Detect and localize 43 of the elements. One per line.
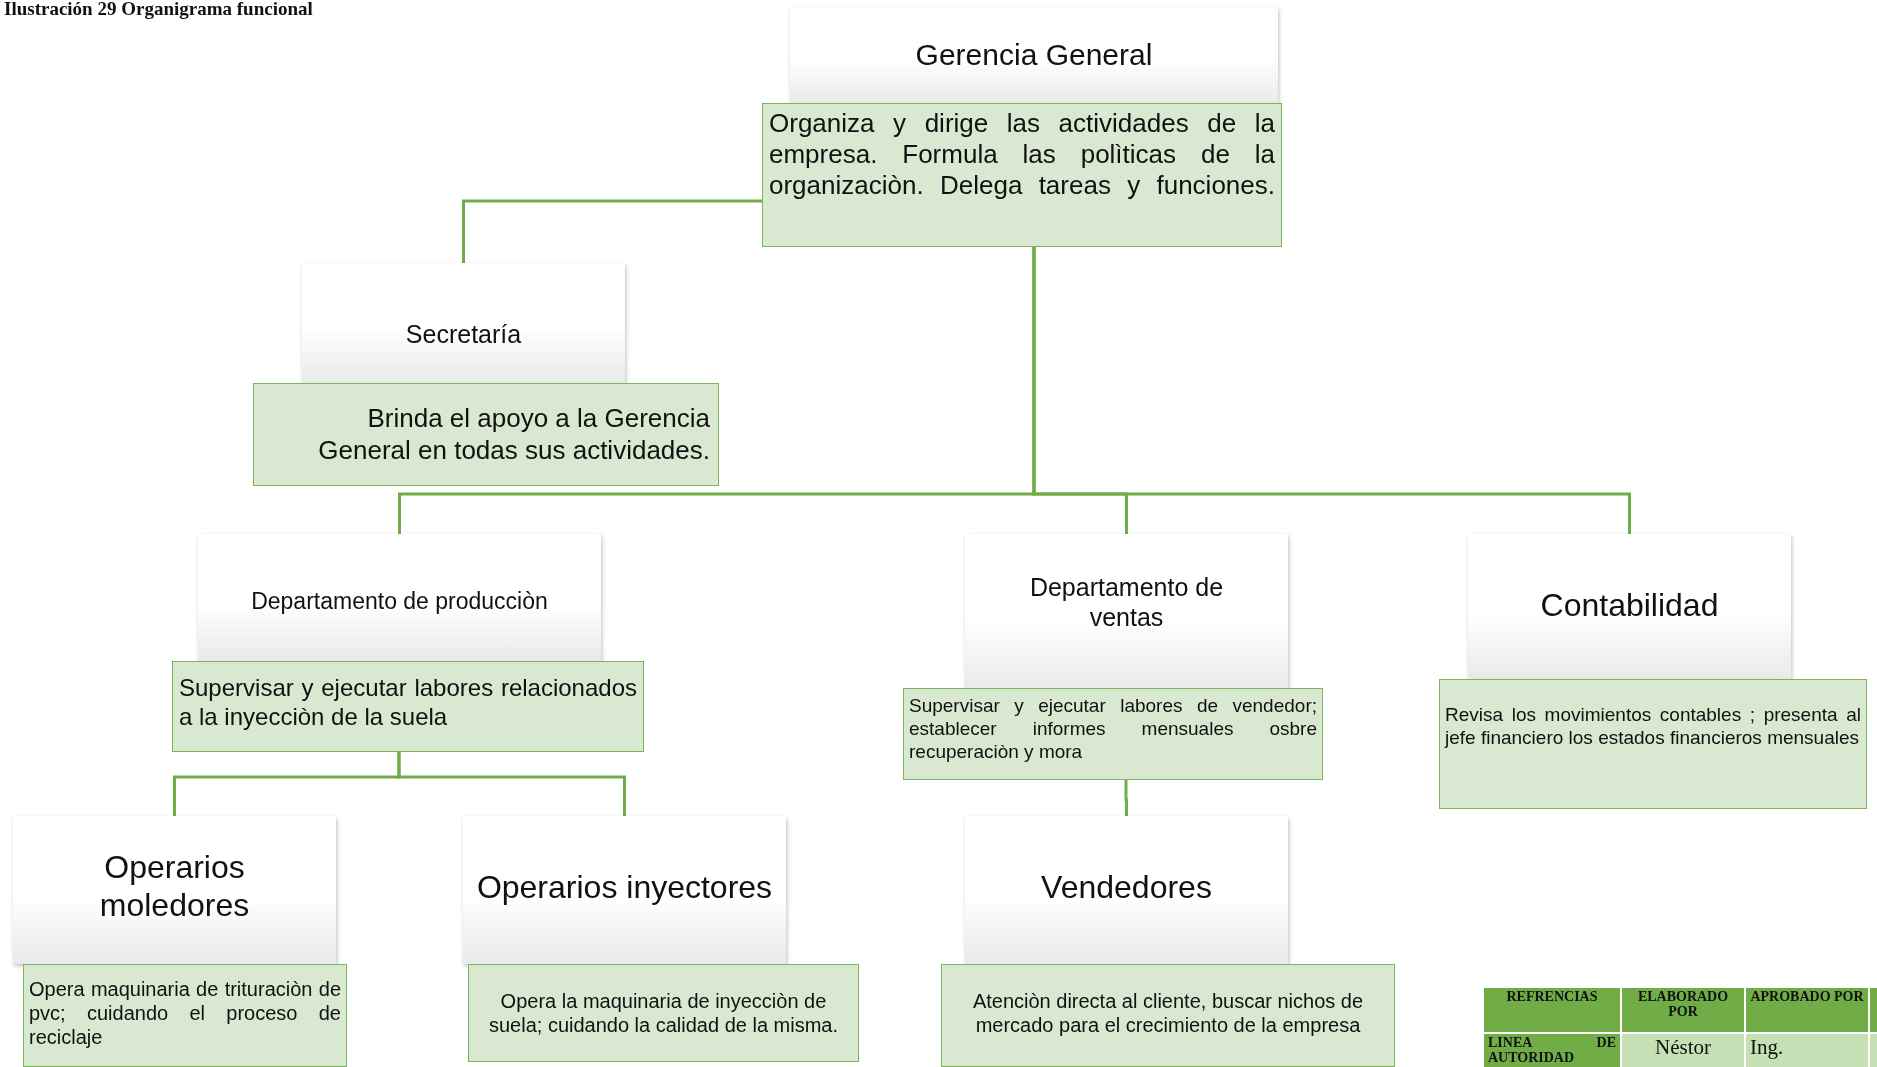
description-text: Brinda el apoyo a la Gerencia General en todas sus actividades. xyxy=(317,403,710,466)
position-card xyxy=(965,534,1288,688)
description-box xyxy=(1439,679,1867,809)
column-header: REFRENCIAS xyxy=(1484,988,1620,1032)
position-card xyxy=(463,816,786,964)
position-card xyxy=(198,534,601,661)
table-value: Néstor xyxy=(1622,1034,1744,1067)
description-text: Supervisar y ejecutar labores de vendedor; establecer informes mensuales osbre recuperaciòn y mora xyxy=(909,695,1317,764)
position-title: Departamento de producciòn xyxy=(250,588,549,616)
figure-title: Ilustración 29 Organigrama funcional xyxy=(4,0,313,18)
description-text: Revisa los movimientos contables ; presenta al jefe financiero los estados financieros mensuales xyxy=(1445,704,1861,750)
description-box xyxy=(468,964,859,1062)
position-title: Operarios inyectores xyxy=(475,868,774,907)
description-box xyxy=(941,964,1395,1067)
position-title: Departamento de ventas xyxy=(1028,572,1225,632)
connector-line xyxy=(1032,247,1631,534)
column-header: APROBADO POR xyxy=(1746,988,1868,1032)
connector-line xyxy=(462,199,762,263)
row-header: LINEA DE AUTORIDAD xyxy=(1484,1034,1620,1067)
position-card xyxy=(1468,534,1791,679)
position-card xyxy=(302,263,625,383)
position-title: Vendedores xyxy=(1040,868,1213,907)
description-box xyxy=(903,688,1323,780)
connector-line xyxy=(1124,780,1128,816)
position-title: Contabilidad xyxy=(1539,586,1720,625)
position-card xyxy=(13,816,336,964)
description-text: Supervisar y ejecutar labores relacionados a la inyecciòn de la suela xyxy=(179,674,637,732)
description-text: Atenciòn directa al cliente, buscar nichos de mercado para el crecimiento de la empresa xyxy=(971,989,1365,1037)
connector-line xyxy=(397,752,626,816)
position-title: Secretaría xyxy=(404,319,523,349)
description-box xyxy=(762,103,1282,247)
description-text: Organiza y dirige las actividades de la empresa. Formula las polìticas de la organizaciòn. Delega tareas y funciones. xyxy=(769,108,1275,202)
description-box xyxy=(172,661,644,752)
position-title: Gerencia General xyxy=(914,37,1154,73)
description-text: Opera la maquinaria de inyecciòn de suela; cuidando la calidad de la misma. xyxy=(487,989,840,1037)
table-value: Ing. xyxy=(1746,1034,1868,1067)
column-header: ELABORADO POR xyxy=(1622,988,1744,1032)
description-box xyxy=(253,383,719,486)
description-box xyxy=(23,964,347,1067)
position-title: Operarios moledores xyxy=(98,848,251,925)
description-text: Opera maquinaria de trituraciòn de pvc; cuidando el proceso de reciclaje xyxy=(29,977,341,1049)
position-card xyxy=(790,7,1278,103)
position-card xyxy=(965,816,1288,964)
